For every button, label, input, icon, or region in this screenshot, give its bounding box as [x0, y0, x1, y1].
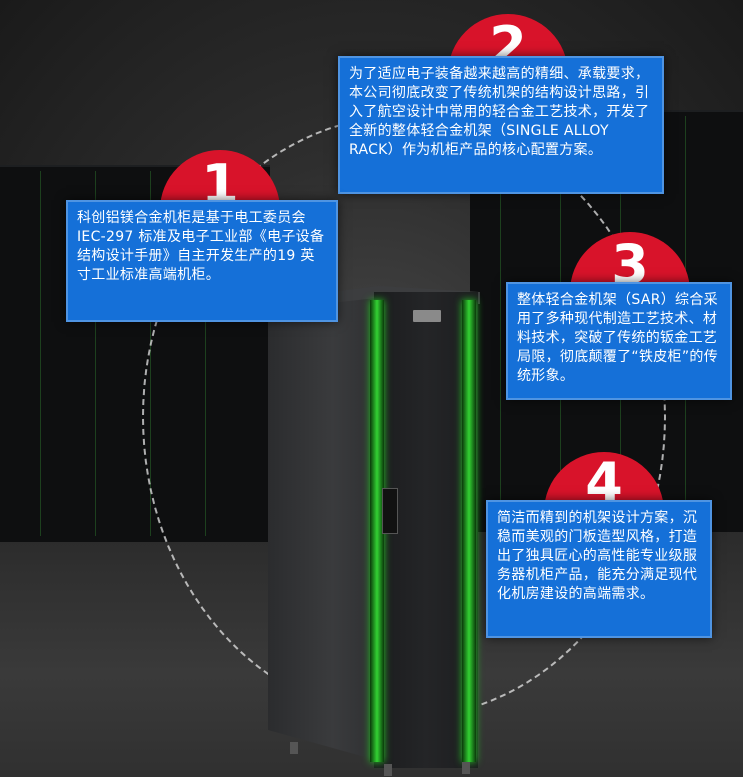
green-light-strip-right	[462, 300, 476, 762]
step-card-4: 简洁而精到的机架设计方案，沉稳而美观的门板造型风格，打造出了独具匠心的高性能专业…	[486, 500, 712, 638]
step-text: 科创铝镁合金机柜是基于电工委员会IEC-297 标准及电子工业部《电子设备结构设…	[77, 210, 325, 283]
cabinet-foot	[384, 764, 392, 776]
cabinet-foot	[462, 762, 470, 774]
cabinet-logo-icon	[413, 310, 441, 322]
step-card-3: 整体轻合金机架（SAR）综合采用了多种现代制造工艺技术、材料技术，突破了传统的钣…	[506, 282, 732, 400]
cabinet-foot	[290, 742, 298, 754]
step-text: 简洁而精到的机架设计方案，沉稳而美观的门板造型风格，打造出了独具匠心的高性能专业…	[497, 510, 698, 602]
door-handle-icon	[382, 488, 398, 534]
step-card-1: 科创铝镁合金机柜是基于电工委员会IEC-297 标准及电子工业部《电子设备结构设…	[66, 200, 338, 322]
step-card-2: 为了适应电子装备越来越高的精细、承载要求，本公司彻底改变了传统机架的结构设计思路…	[338, 56, 664, 194]
step-text: 整体轻合金机架（SAR）综合采用了多种现代制造工艺技术、材料技术，突破了传统的钣…	[517, 292, 719, 384]
step-text: 为了适应电子装备越来越高的精细、承载要求，本公司彻底改变了传统机架的结构设计思路…	[349, 66, 650, 158]
green-light-strip-left	[370, 300, 384, 762]
cabinet-side	[268, 298, 376, 760]
